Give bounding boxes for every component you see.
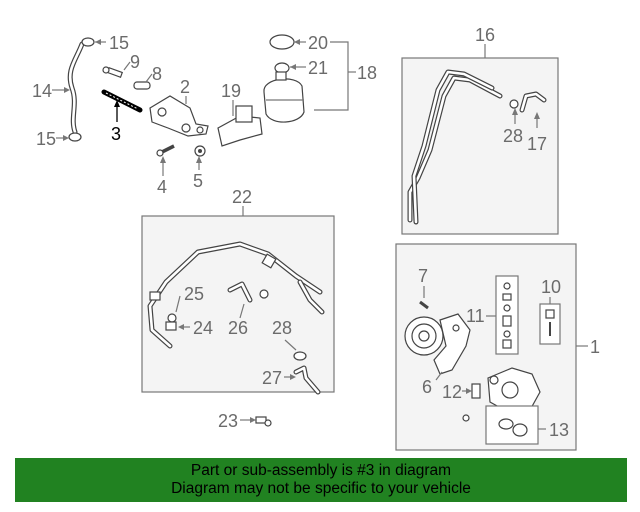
- part-pump-body[interactable]: [487, 367, 541, 413]
- label-16[interactable]: 16: [475, 25, 495, 45]
- banner-line-2: Diagram may not be specific to your vehi…: [171, 480, 471, 497]
- label-6[interactable]: 6: [422, 377, 432, 397]
- label-8[interactable]: 8: [152, 64, 162, 84]
- part-2-bracket[interactable]: [149, 95, 209, 137]
- part-14-hose[interactable]: [67, 41, 85, 135]
- label-24[interactable]: 24: [193, 318, 213, 338]
- part-8-bushing[interactable]: [133, 81, 151, 90]
- label-26[interactable]: 26: [228, 318, 248, 338]
- label-28-lower[interactable]: 28: [272, 318, 292, 338]
- part-23-bolt[interactable]: [255, 416, 272, 427]
- label-27[interactable]: 27: [262, 368, 282, 388]
- parts-diagram: 15 14 15 9 8 3 2 4 5: [32, 25, 600, 451]
- label-4[interactable]: 4: [157, 177, 167, 197]
- info-banner: Part or sub-assembly is #3 in diagram Di…: [15, 458, 627, 502]
- part-26-hose[interactable]: [227, 281, 253, 303]
- part-15-clamp-top[interactable]: [81, 37, 95, 47]
- part-pulley[interactable]: [404, 316, 444, 356]
- label-20[interactable]: 20: [308, 33, 328, 53]
- label-13[interactable]: 13: [549, 420, 569, 440]
- label-22[interactable]: 22: [232, 187, 252, 207]
- label-19[interactable]: 19: [221, 81, 241, 101]
- part-27-hose[interactable]: [293, 365, 321, 395]
- part-16-pressure-line[interactable]: [407, 69, 503, 225]
- part-10-valve-kit[interactable]: [539, 303, 561, 345]
- label-9[interactable]: 9: [130, 52, 140, 72]
- part-20-cap-seal[interactable]: [269, 34, 295, 50]
- part-7-bolt[interactable]: [419, 300, 429, 310]
- label-3[interactable]: 3: [111, 124, 121, 144]
- label-23[interactable]: 23: [218, 411, 238, 431]
- part-4-bolt[interactable]: [156, 144, 175, 157]
- part-6-bracket[interactable]: [433, 313, 471, 375]
- label-28-upper[interactable]: 28: [503, 126, 523, 146]
- part-24-washer[interactable]: [165, 321, 177, 331]
- label-2[interactable]: 2: [180, 77, 190, 97]
- label-10[interactable]: 10: [541, 277, 561, 297]
- label-14[interactable]: 14: [32, 81, 52, 101]
- label-21[interactable]: 21: [308, 58, 328, 78]
- label-7[interactable]: 7: [418, 266, 428, 286]
- part-18-reservoir[interactable]: [263, 71, 305, 123]
- part-17-hose[interactable]: [519, 91, 547, 113]
- part-19-bracket[interactable]: [217, 105, 263, 147]
- part-13-oring-set[interactable]: [498, 418, 528, 437]
- part-11-seal-kit[interactable]: [495, 275, 519, 355]
- banner-line-1: Part or sub-assembly is #3 in diagram: [190, 462, 452, 479]
- part-15-clamp-bottom[interactable]: [68, 132, 82, 142]
- part-25-bolt[interactable]: [167, 313, 177, 323]
- label-5[interactable]: 5: [193, 171, 203, 191]
- part-28-clamp-lower[interactable]: [259, 289, 307, 361]
- part-9-bolt[interactable]: [102, 66, 124, 78]
- label-18[interactable]: 18: [357, 63, 377, 83]
- label-15-bottom[interactable]: 15: [36, 129, 56, 149]
- part-5-nut[interactable]: [194, 145, 206, 157]
- label-15-top[interactable]: 15: [109, 33, 129, 53]
- label-25[interactable]: 25: [184, 284, 204, 304]
- part-3-bolt[interactable]: [101, 89, 143, 113]
- label-1[interactable]: 1: [590, 337, 600, 357]
- label-11[interactable]: 11: [466, 306, 485, 326]
- label-12[interactable]: 12: [442, 382, 462, 402]
- label-17[interactable]: 17: [527, 134, 547, 154]
- part-28-clamp-upper[interactable]: [509, 99, 519, 109]
- part-12-fitting[interactable]: [462, 383, 481, 422]
- part-22-high-pressure-hose[interactable]: [147, 241, 325, 349]
